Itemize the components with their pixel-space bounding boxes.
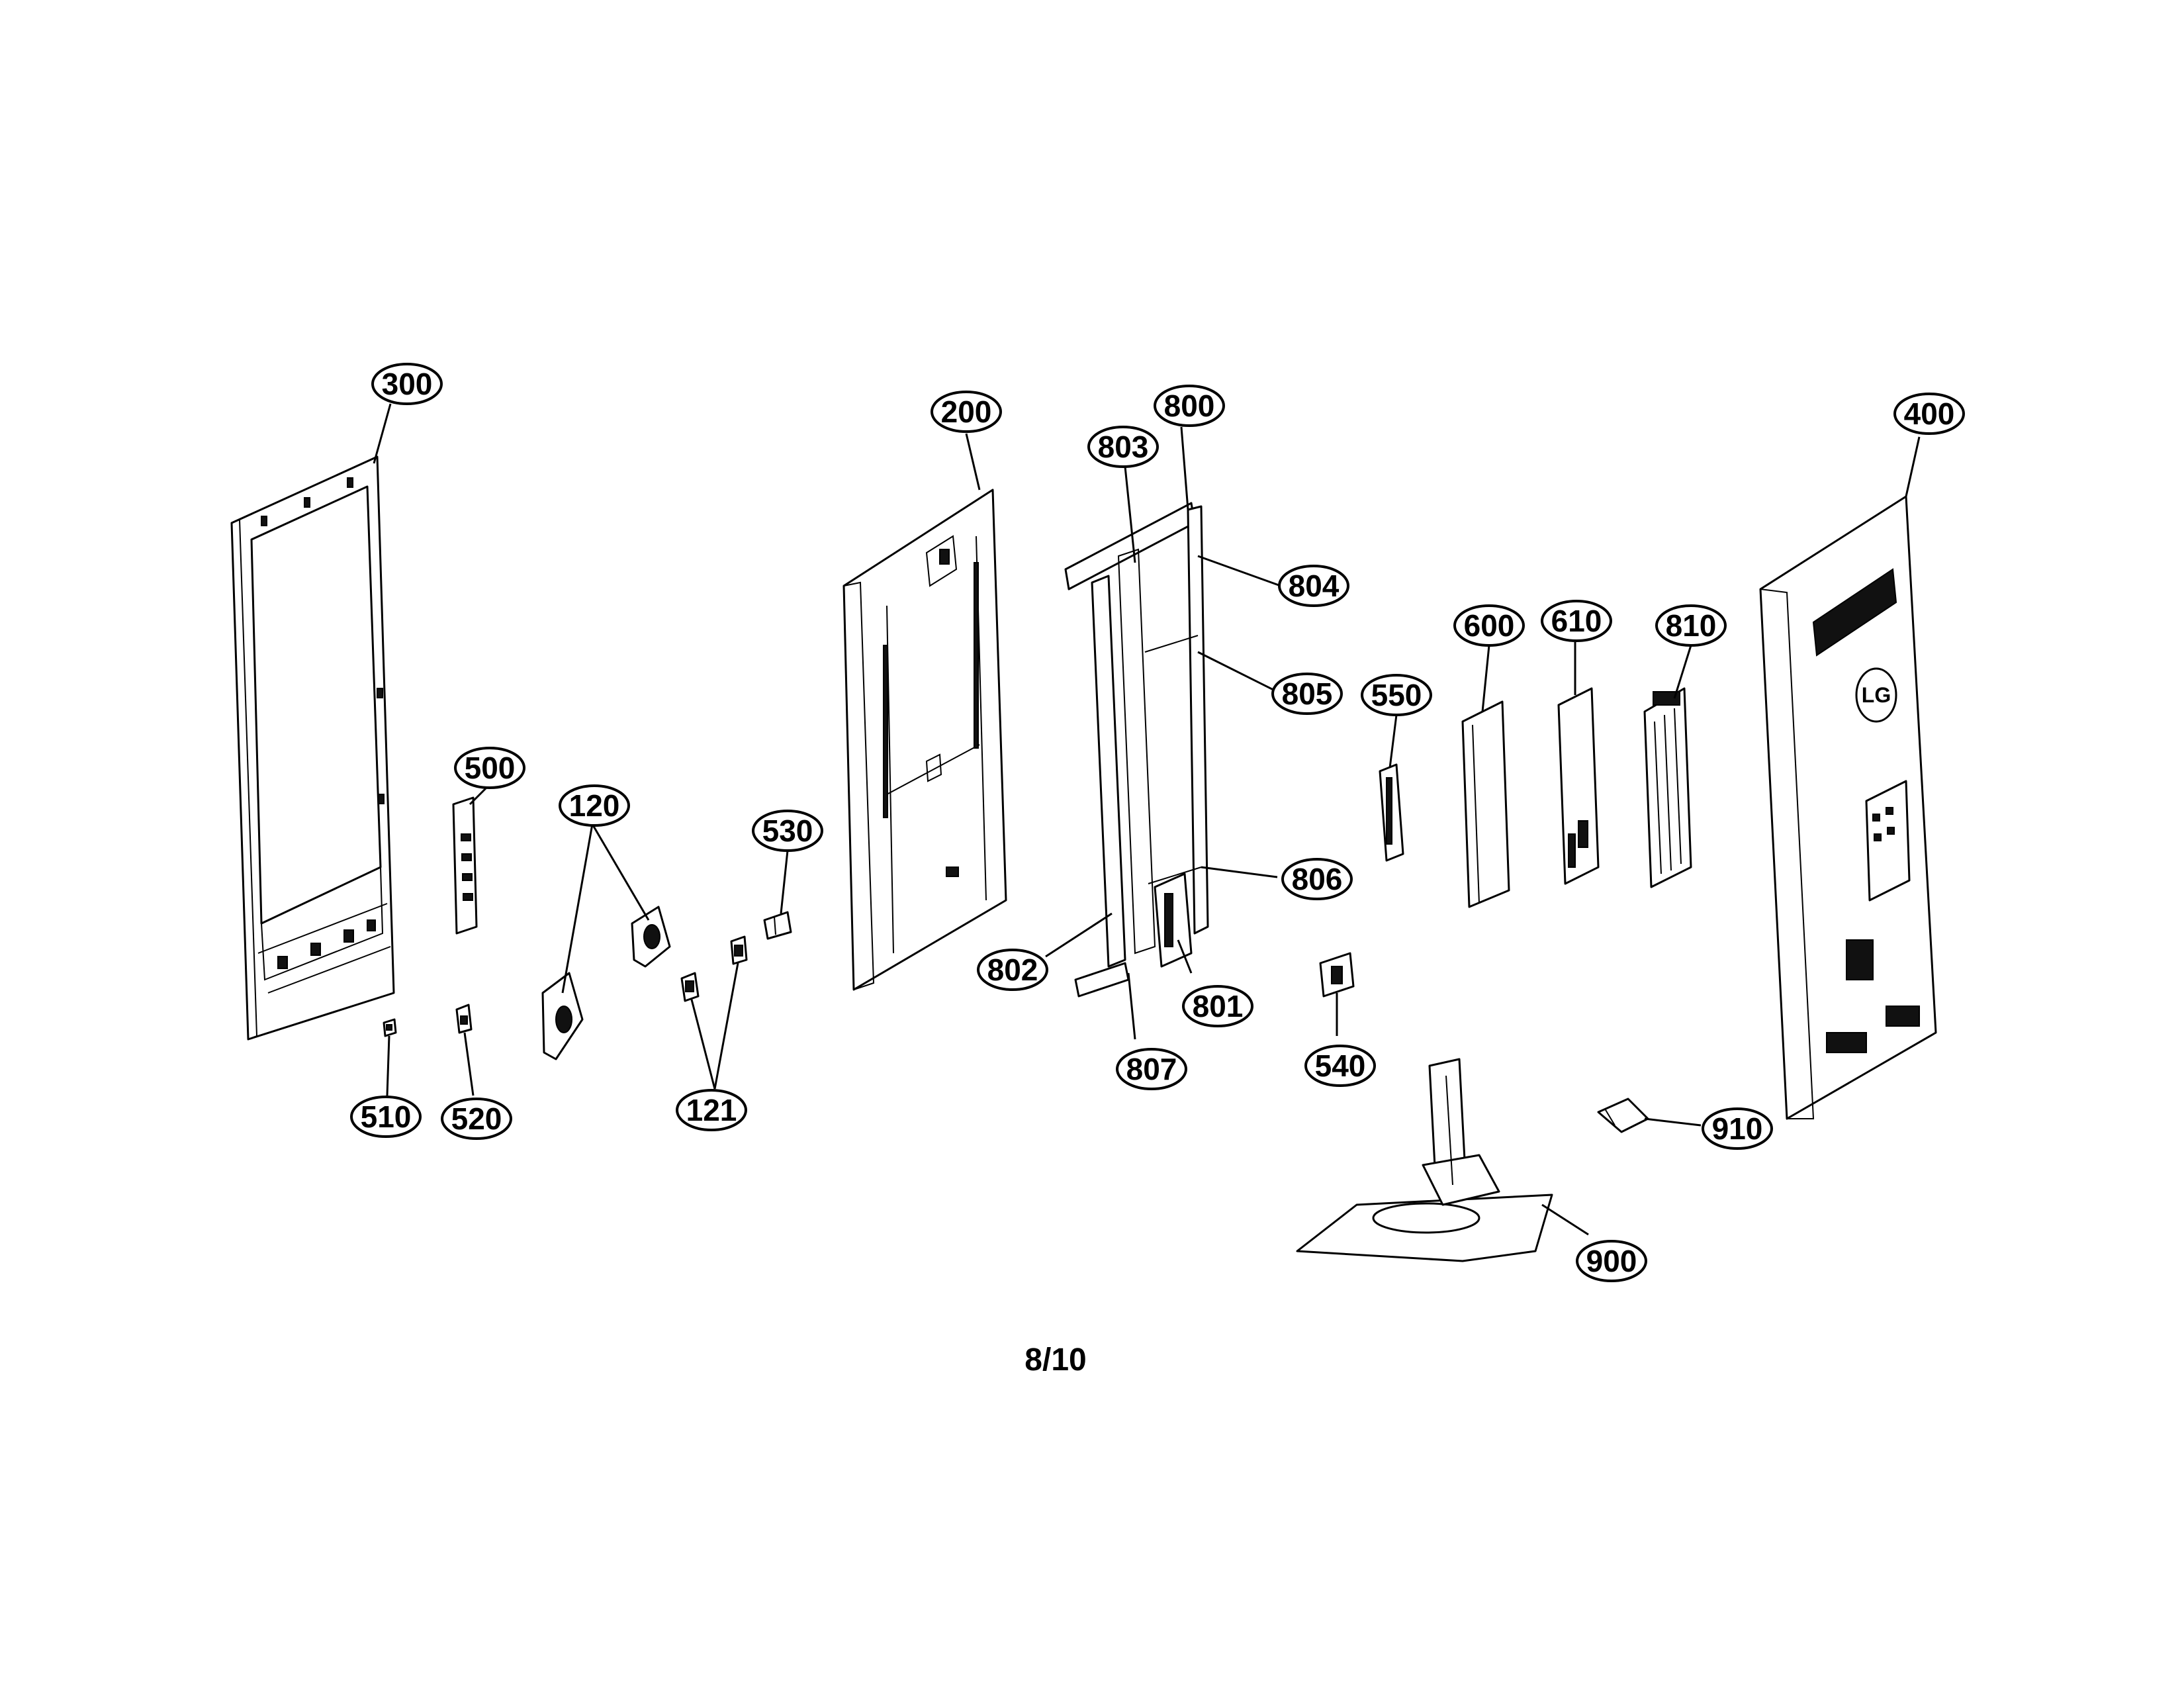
label-803-text: 803 <box>1098 430 1149 464</box>
label-520: 520 <box>441 1098 512 1140</box>
label-400: 400 <box>1893 393 1965 435</box>
part-121-holder-b <box>730 935 748 965</box>
part-530-clip <box>763 911 792 940</box>
label-600-text: 600 <box>1464 608 1515 643</box>
label-510-text: 510 <box>361 1100 412 1134</box>
part-510-small-button <box>383 1018 397 1037</box>
label-900: 900 <box>1576 1240 1647 1282</box>
label-800-text: 800 <box>1164 389 1215 423</box>
label-807-text: 807 <box>1126 1052 1177 1086</box>
label-540-text: 540 <box>1315 1049 1366 1083</box>
label-600: 600 <box>1453 604 1525 647</box>
label-805-text: 805 <box>1282 677 1333 711</box>
leader-lines <box>373 403 1921 1236</box>
label-810-text: 810 <box>1666 608 1717 643</box>
part-900-stand <box>1296 1058 1553 1262</box>
label-120-text: 120 <box>569 788 620 823</box>
label-200: 200 <box>931 391 1002 433</box>
part-550-bracket <box>1379 763 1404 862</box>
label-803: 803 <box>1087 426 1159 468</box>
label-807: 807 <box>1116 1048 1187 1090</box>
part-520-small-bracket <box>455 1004 473 1034</box>
label-804-text: 804 <box>1289 569 1340 603</box>
label-810: 810 <box>1655 604 1727 647</box>
label-121-text: 121 <box>686 1093 737 1127</box>
part-910-cable-clip <box>1597 1098 1649 1133</box>
label-530: 530 <box>752 810 823 852</box>
label-805: 805 <box>1271 673 1343 715</box>
label-804: 804 <box>1278 565 1349 607</box>
part-120-speaker-left <box>541 972 584 1060</box>
label-900-text: 900 <box>1586 1244 1637 1278</box>
label-520-text: 520 <box>451 1102 502 1136</box>
part-200-lcd-panel <box>842 489 1007 991</box>
page-number: 8/10 <box>1024 1342 1086 1378</box>
label-200-text: 200 <box>941 395 992 429</box>
label-801-text: 801 <box>1193 989 1244 1023</box>
label-910-text: 910 <box>1712 1111 1763 1146</box>
label-550-text: 550 <box>1371 678 1422 712</box>
label-802-text: 802 <box>987 953 1038 987</box>
label-120: 120 <box>559 784 630 827</box>
label-800: 800 <box>1154 385 1225 427</box>
label-610-text: 610 <box>1551 604 1602 638</box>
part-120-speaker-right <box>631 906 671 968</box>
label-121: 121 <box>676 1089 747 1131</box>
label-300-text: 300 <box>382 367 433 401</box>
part-121-holder-a <box>680 972 700 1002</box>
part-610-board <box>1557 687 1600 885</box>
label-801: 801 <box>1182 985 1253 1027</box>
part-500-control-board <box>452 796 478 935</box>
label-910: 910 <box>1702 1107 1773 1150</box>
label-802: 802 <box>977 949 1048 991</box>
part-800-chassis-frame <box>1064 502 1209 998</box>
part-600-board <box>1461 700 1510 908</box>
label-510: 510 <box>350 1096 422 1138</box>
label-540: 540 <box>1304 1045 1376 1087</box>
part-810-shield <box>1643 687 1692 888</box>
label-500: 500 <box>454 747 525 789</box>
label-500-text: 500 <box>465 751 516 785</box>
label-530-text: 530 <box>762 814 813 848</box>
label-550: 550 <box>1361 674 1432 716</box>
part-540-clip <box>1319 952 1355 998</box>
label-806: 806 <box>1281 858 1353 900</box>
part-400-back-cover: LG <box>1759 495 1937 1120</box>
part-300-front-bezel <box>230 455 395 1041</box>
label-610: 610 <box>1541 600 1612 642</box>
label-806-text: 806 <box>1292 862 1343 896</box>
lg-logo-text: LG <box>1862 683 1891 707</box>
label-300: 300 <box>371 363 443 405</box>
label-400-text: 400 <box>1904 397 1955 431</box>
